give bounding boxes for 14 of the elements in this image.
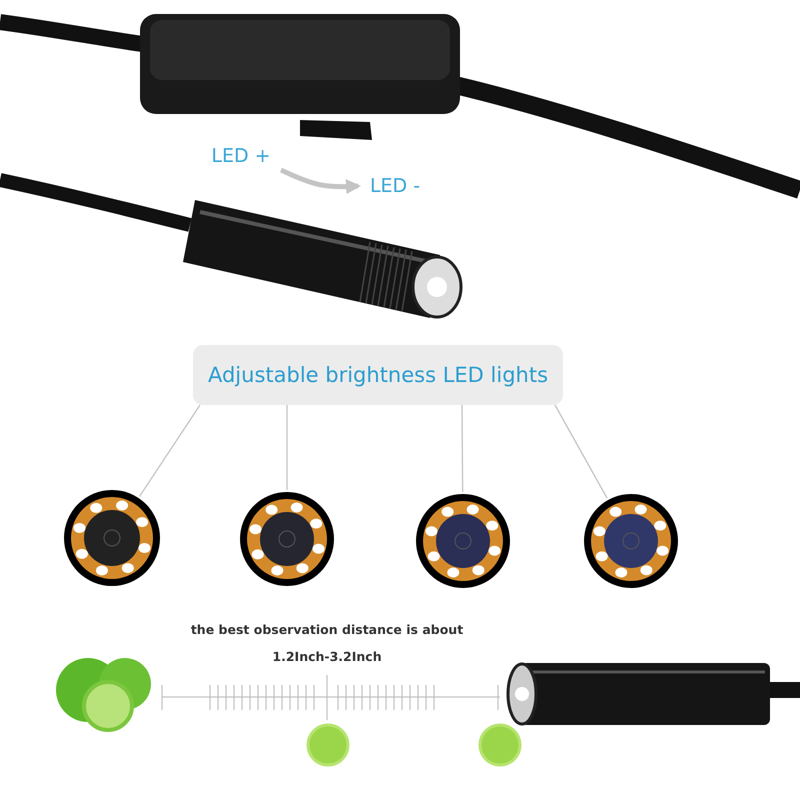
curved-arrow bbox=[280, 168, 361, 194]
distance-text: 1.2Inch-3.2Inch bbox=[272, 649, 382, 664]
leader-line bbox=[461, 405, 464, 492]
lens-picture bbox=[582, 492, 680, 590]
lens-picture bbox=[414, 492, 512, 590]
leader-line bbox=[286, 405, 288, 490]
lens-picture bbox=[62, 488, 162, 588]
note-text: the best observation distance is about bbox=[190, 622, 464, 637]
leader-line bbox=[554, 404, 608, 499]
leader-line bbox=[139, 404, 201, 497]
led-label: LED + bbox=[205, 142, 277, 170]
title-banner: Adjustable brightness LED lights bbox=[193, 345, 563, 405]
led-label: LED - bbox=[360, 172, 430, 200]
lens-picture bbox=[238, 490, 336, 588]
